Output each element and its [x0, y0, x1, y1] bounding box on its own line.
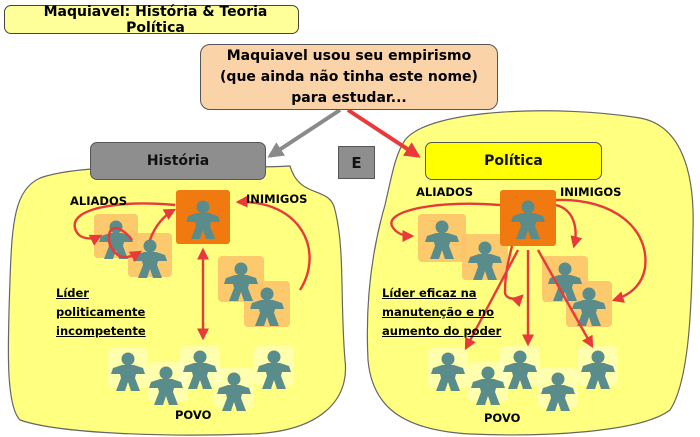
right-allies-group: [418, 214, 508, 280]
right-enemies-label: INIMIGOS: [560, 185, 622, 199]
left-enemies-group: [218, 256, 290, 327]
right-note-line: Líder eficaz na: [382, 286, 477, 300]
right-leader: [500, 190, 556, 246]
left-note-line: incompetente: [56, 324, 146, 338]
right-allies-label: ALIADOS: [416, 185, 474, 199]
left-note: Líder politicamente incompetente: [56, 284, 146, 341]
connector-box: E: [338, 146, 375, 179]
left-allies-group: [94, 214, 172, 278]
politica-box: Política: [425, 142, 602, 180]
historia-box: História: [90, 142, 266, 180]
right-note: Líder eficaz na manutenção e no aumento …: [382, 284, 501, 341]
arrow-to-historia: [267, 108, 342, 158]
right-enemies-group: [542, 256, 612, 327]
right-people-group: [428, 346, 618, 411]
page-title: Maquiavel: História & Teoria Política: [4, 4, 299, 36]
arrow-to-politica: [346, 108, 421, 158]
right-people-label: POVO: [484, 411, 521, 425]
left-people-group: [108, 346, 294, 411]
left-enemies-label: INIMIGOS: [246, 192, 308, 206]
callout-box: Maquiavel usou seu empirismo (que ainda …: [200, 44, 498, 110]
right-arrows: [390, 198, 647, 351]
right-note-line: aumento do poder: [382, 324, 502, 338]
right-note-line: manutenção e no: [382, 305, 494, 319]
left-note-line: politicamente: [56, 305, 146, 319]
left-note-line: Líder: [56, 286, 89, 300]
left-leader: [176, 190, 230, 244]
left-allies-label: ALIADOS: [70, 194, 128, 208]
left-arrows: [73, 195, 311, 341]
left-people-label: POVO: [175, 408, 212, 422]
